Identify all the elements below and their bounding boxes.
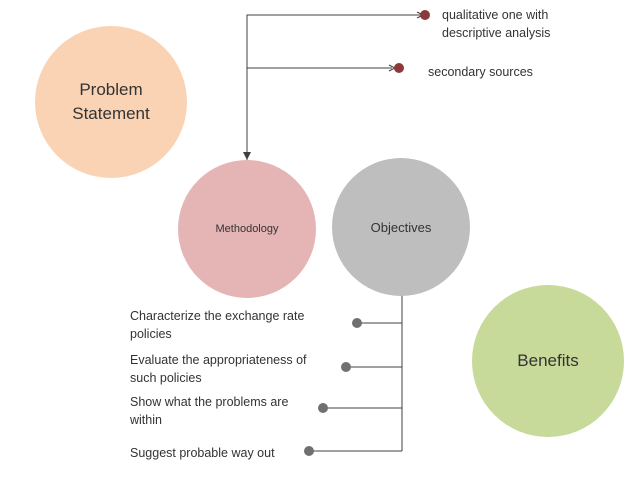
objective-item-label: Suggest probable way out xyxy=(130,446,275,460)
methodology-bullet xyxy=(420,10,430,20)
arrowhead-to-methodology xyxy=(243,152,251,160)
objective-item-label: Show what the problems are within xyxy=(130,395,289,427)
objectives-circle: Objectives xyxy=(332,158,470,296)
objectives-label: Objectives xyxy=(370,219,432,235)
objective-bullet xyxy=(352,318,362,328)
methodology-connector xyxy=(246,14,420,160)
methodology-item-label: qualitative one with descriptive analysi… xyxy=(442,8,551,40)
objective-bullet xyxy=(341,362,351,372)
objective-bullet xyxy=(304,446,314,456)
objective-bullet xyxy=(318,403,328,413)
objective-item-label: Evaluate the appropriateness of such pol… xyxy=(130,353,307,385)
problem-statement-label: Problem Statement xyxy=(72,80,150,123)
methodology-circle: Methodology xyxy=(178,160,316,298)
benefits-circle: Benefits xyxy=(472,285,624,437)
methodology-bullet xyxy=(394,63,404,73)
problem-statement-circle: Problem Statement xyxy=(35,26,187,178)
benefits-label: Benefits xyxy=(517,351,579,370)
objective-item-label: Characterize the exchange rate policies xyxy=(130,309,305,341)
methodology-label: Methodology xyxy=(215,223,279,235)
methodology-item-label: secondary sources xyxy=(428,65,533,79)
